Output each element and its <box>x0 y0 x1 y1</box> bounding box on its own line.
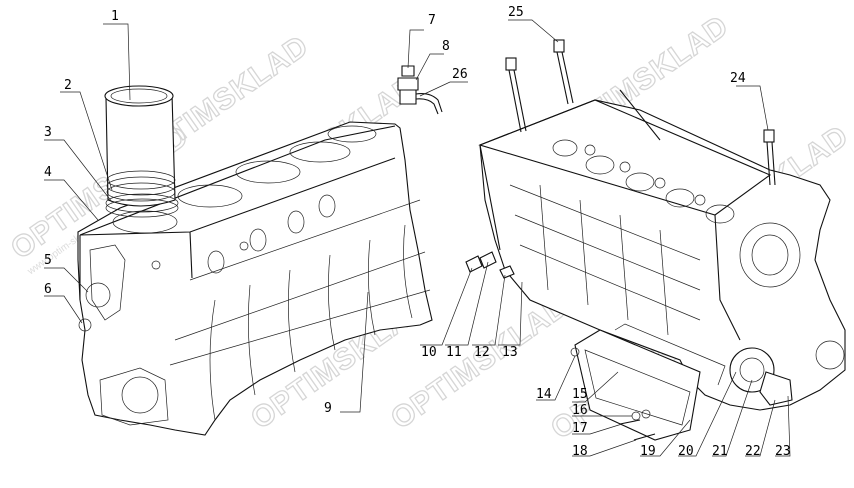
head-bolts <box>505 39 776 186</box>
callout-26: 26 <box>452 67 468 82</box>
callout-2: 2 <box>64 78 72 93</box>
callout-7: 7 <box>428 13 436 28</box>
callout-labels: 1 2 3 4 5 6 7 8 26 25 24 9 10 11 12 13 1… <box>44 5 791 459</box>
right-engine-block <box>478 99 846 441</box>
callout-1: 1 <box>111 9 119 24</box>
leader-lines <box>44 19 791 457</box>
callout-23: 23 <box>775 444 791 459</box>
callout-14: 14 <box>536 387 552 402</box>
callout-25: 25 <box>508 5 524 20</box>
sensor-assembly <box>397 65 443 115</box>
callout-5: 5 <box>44 253 52 268</box>
callout-16: 16 <box>572 403 588 418</box>
callout-13: 13 <box>502 345 518 360</box>
callout-6: 6 <box>44 282 52 297</box>
callout-10: 10 <box>421 345 437 360</box>
callout-17: 17 <box>572 421 588 436</box>
callout-22: 22 <box>745 444 761 459</box>
callout-3: 3 <box>44 125 52 140</box>
callout-19: 19 <box>640 444 656 459</box>
callout-15: 15 <box>572 387 588 402</box>
callout-8: 8 <box>442 39 450 54</box>
callout-4: 4 <box>44 165 52 180</box>
left-engine-block <box>77 85 433 436</box>
callout-9: 9 <box>324 401 332 416</box>
callout-20: 20 <box>678 444 694 459</box>
callout-18: 18 <box>572 444 588 459</box>
callout-21: 21 <box>712 444 728 459</box>
callout-24: 24 <box>730 71 746 86</box>
plug-bolts <box>465 251 515 279</box>
callout-12: 12 <box>474 345 490 360</box>
callout-11: 11 <box>446 345 462 360</box>
